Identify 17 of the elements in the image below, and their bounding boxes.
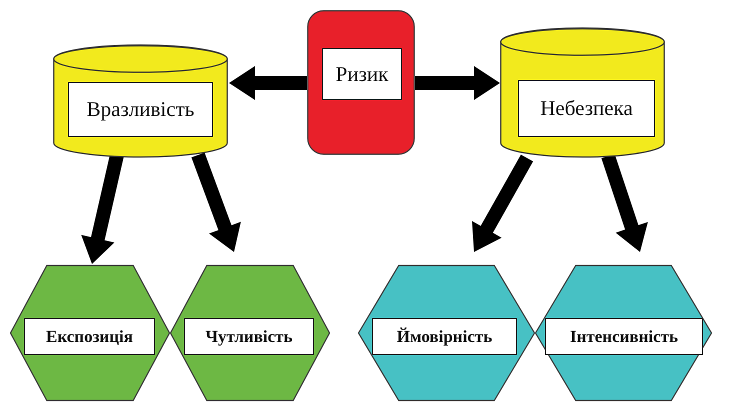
arrow: [415, 66, 500, 100]
node-label: Інтенсивність: [545, 318, 703, 355]
node-label: Чутливість: [184, 318, 314, 355]
rounded-box: [307, 10, 415, 155]
hexagon-node: [170, 265, 330, 401]
hexagon-node: [10, 265, 170, 401]
node-label: Вразливість: [68, 82, 213, 137]
node-label: Експозиція: [24, 318, 155, 355]
hexagon-node: [358, 265, 535, 401]
arrow: [229, 66, 307, 100]
node-label: Ризик: [322, 48, 402, 100]
node-label: Ймовірність: [372, 318, 517, 355]
node-label: Небезпека: [518, 80, 655, 137]
hexagon-node: [535, 265, 712, 401]
arrow: [472, 154, 534, 252]
arrow: [191, 152, 241, 252]
arrow: [601, 154, 648, 252]
